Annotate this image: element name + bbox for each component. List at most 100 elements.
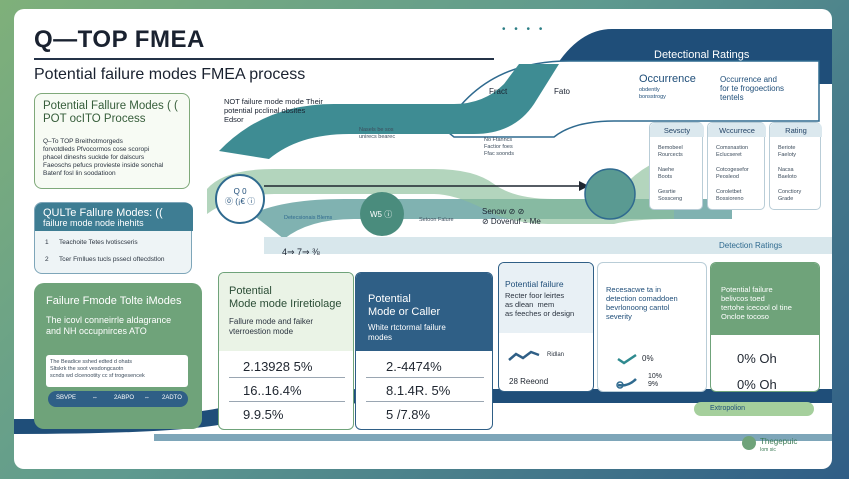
panel3-bar-item-2: ⇔ <box>92 395 98 401</box>
panel3-body: The icovl conneirrle aldagrance and NH o… <box>46 315 172 336</box>
occurrence-title: Occurrence <box>639 73 696 85</box>
left-caption: Detecsionais Blems <box>284 215 333 221</box>
card-failure-value-1: Ridlan <box>547 352 565 358</box>
panel3-title: Failure Fmode Tolte iModes <box>46 295 182 307</box>
card-potential-mode: Potential Mode mode Iriretiolage Fallure… <box>218 272 354 430</box>
card-caller-value-1: 2.-4474% <box>386 359 442 374</box>
ratings-col-occurrence: Wccurrece Comsnastion Eclucseret Cotcoge… <box>707 122 766 210</box>
card-ratings: Potential failure belivcos toed tertohe … <box>710 262 820 392</box>
card-caller-value-2: 8.1.4R. 5% <box>386 383 451 398</box>
fract-label: Fract <box>489 87 508 96</box>
circle-left <box>215 174 265 224</box>
page-title: Q—TOP FMEA <box>34 26 205 53</box>
brand-logo-sub: Iom sic <box>760 447 776 453</box>
card-detection: Recesacwe ta in detection comaddoen bevr… <box>597 262 707 392</box>
decorative-dots: • • • • <box>502 24 546 35</box>
arrow-row: 4⇒ 7⇒ ⅜ <box>282 247 320 257</box>
occurrence-right-text: Occurrence and for te frogoections tente… <box>720 75 785 102</box>
ratings-col-severity: Sevscty Bemobeel Rourcects Naehe Boots G… <box>649 122 704 210</box>
center-left-label: Q 0 ⓪ (¡€ ⓘ <box>225 187 256 206</box>
card-failure-value-2: 28 Reeond <box>509 377 549 386</box>
panel3-note: The Beadice sshed edted d ohats Sltskrk … <box>50 359 145 379</box>
card-ratings-value-1: 0% Oh <box>737 351 777 366</box>
circle-mid <box>360 192 404 236</box>
card-ratings-body: Potential failure belivcos toed tertohe … <box>721 285 792 321</box>
detection-ratings-mid: Detection Ratings <box>719 241 783 250</box>
ratings-col-1-line-1: Bemobeel Rourcects <box>658 145 683 158</box>
card-potential-failure: Potential failure Recter foor leirtes as… <box>498 262 594 392</box>
panel3-bar-item-3: 2ABPO <box>114 395 135 401</box>
center-mid-label: W5 ⓘ <box>370 210 393 219</box>
ratings-col-1-line-2: Naehe Boots <box>658 167 675 180</box>
panel3-note-box <box>46 355 188 387</box>
flow-arrow-head <box>579 181 589 191</box>
ratings-col-2-line-3: Coroletbet Bossioreno <box>716 189 744 202</box>
card-detection-value-2: 10% 9% <box>648 373 663 388</box>
ratings-table: Sevscty Bemobeel Rourcects Naehe Boots G… <box>649 122 822 214</box>
ratings-col-rating: Rating Beriote Faeloty Nacsa Baeloto Con… <box>769 122 822 210</box>
panel3-bar-item-4: ⇔ <box>144 395 150 401</box>
card-potential-title: Potential Mode mode Iriretiolage <box>229 285 342 310</box>
card-detection-body: Recesacwe ta in detection comaddoen bevr… <box>606 285 678 321</box>
card-potential-subtitle: Fallure mode and faiker vterroestion mod… <box>229 317 314 336</box>
ratings-col-2-head: Wccurrece <box>719 126 755 135</box>
card-caller-title: Potential Mode or Caller <box>368 293 441 318</box>
panel2-item-2-number: 2 <box>45 256 49 263</box>
panel1-title: Potential Fallure Modes ( ( <box>43 100 178 112</box>
card-caller-mode: Potential Mode or Caller White rtctormal… <box>355 272 493 430</box>
fato-label: Fato <box>554 87 571 96</box>
ratings-col-2-line-2: Cotcogesefor Peosleod <box>716 167 749 180</box>
card-caller-value-3: 5 /7.8% <box>386 407 431 422</box>
extropolion-label: Extropolion <box>710 405 746 412</box>
ribbon-teal <box>219 64 559 159</box>
not-failure-text: NOT failure mode mode Their potential pc… <box>224 97 323 124</box>
panel3-bar <box>48 391 188 407</box>
panel2-item-2-text: Tcer Fmllues tucls pssecl oftecdstlon <box>59 256 165 263</box>
flow-diagram <box>14 29 832 441</box>
card-detection-value-1: 0% <box>642 354 654 363</box>
panel-qulte-failure: QULTe Fallure Modes: (( failure mode nod… <box>34 202 193 274</box>
panel1-subtitle: POT ocITO Process <box>43 113 146 125</box>
brand-logo-text: Thegepuic <box>760 437 798 446</box>
bottom-small-label: Botos <box>602 424 615 430</box>
panel1-body: Q–To TOP Breithotmorgeds forvotdleds Pfv… <box>43 138 164 177</box>
card-failure-body: Recter foor leirtes as dlean mem as feec… <box>505 291 575 318</box>
ratings-col-3-head: Rating <box>785 126 807 135</box>
bottom-swoosh-light <box>154 434 832 441</box>
center-right-label: Senow ⊘ ⊘ ⊘ Dovenuf ⩡ Me <box>482 207 541 226</box>
panel2-item-1-text: Teachoite Tetes lvotiscseris <box>59 239 138 246</box>
panel2-subtitle: failure mode node ihehits <box>43 218 144 228</box>
card-caller-subtitle: White rtctormal failure modes <box>368 323 446 342</box>
panel-potential-failure: Potential Fallure Modes ( ( POT ocITO Pr… <box>34 93 190 189</box>
panel3-bar-item-5: 2ADTO <box>162 395 182 401</box>
ribbon-green <box>207 159 674 224</box>
ratings-col-3-line-3: Conctiory Grade <box>778 189 802 202</box>
ratings-col-3-line-1: Beriote Faeloty <box>778 145 797 158</box>
panel2-item-1-number: 1 <box>45 239 49 246</box>
page-subtitle: Potential failure modes FMEA process <box>34 66 306 83</box>
extropolion-bar <box>694 402 814 416</box>
curve-arrow-icon <box>616 378 637 389</box>
card-failure-title: Potential failure <box>505 279 564 289</box>
card-potential-value-3: 9.9.5% <box>243 407 284 422</box>
pill-text: Nasels be sos unirecs bearec <box>359 127 396 140</box>
flow-text: No Ftanncs Factior foes Ffac soonds <box>484 137 514 157</box>
brand-logo-icon <box>742 436 756 450</box>
ratings-col-1-head: Sevscty <box>663 126 691 135</box>
card-potential-value-2: 16..16.4% <box>243 383 302 398</box>
ratings-col-2-line-1: Comsnastion Eclucseret <box>716 145 749 158</box>
ribbon-detection <box>264 237 832 254</box>
title-divider <box>34 58 494 60</box>
center-caption: Setoon Falure <box>419 217 454 223</box>
ratings-col-1-line-3: Gesrtie Sossceng <box>658 189 683 202</box>
panel3-bar-item-1: SBVPE <box>56 395 77 401</box>
panel2-header <box>35 203 193 231</box>
panel2-title: QULTe Fallure Modes: (( <box>43 207 163 219</box>
occurrence-desc: obdently bonsstrogy <box>639 87 666 100</box>
ratings-col-3-line-2: Nacsa Baeloto <box>778 167 797 180</box>
infographic-card: • • • • Q—TOP FMEA Potential failure mod… <box>14 9 832 469</box>
check-icon <box>617 353 637 365</box>
trend-up-icon <box>508 350 540 361</box>
circle-right <box>584 168 636 220</box>
card-potential-value-1: 2.13928 5% <box>243 359 313 374</box>
